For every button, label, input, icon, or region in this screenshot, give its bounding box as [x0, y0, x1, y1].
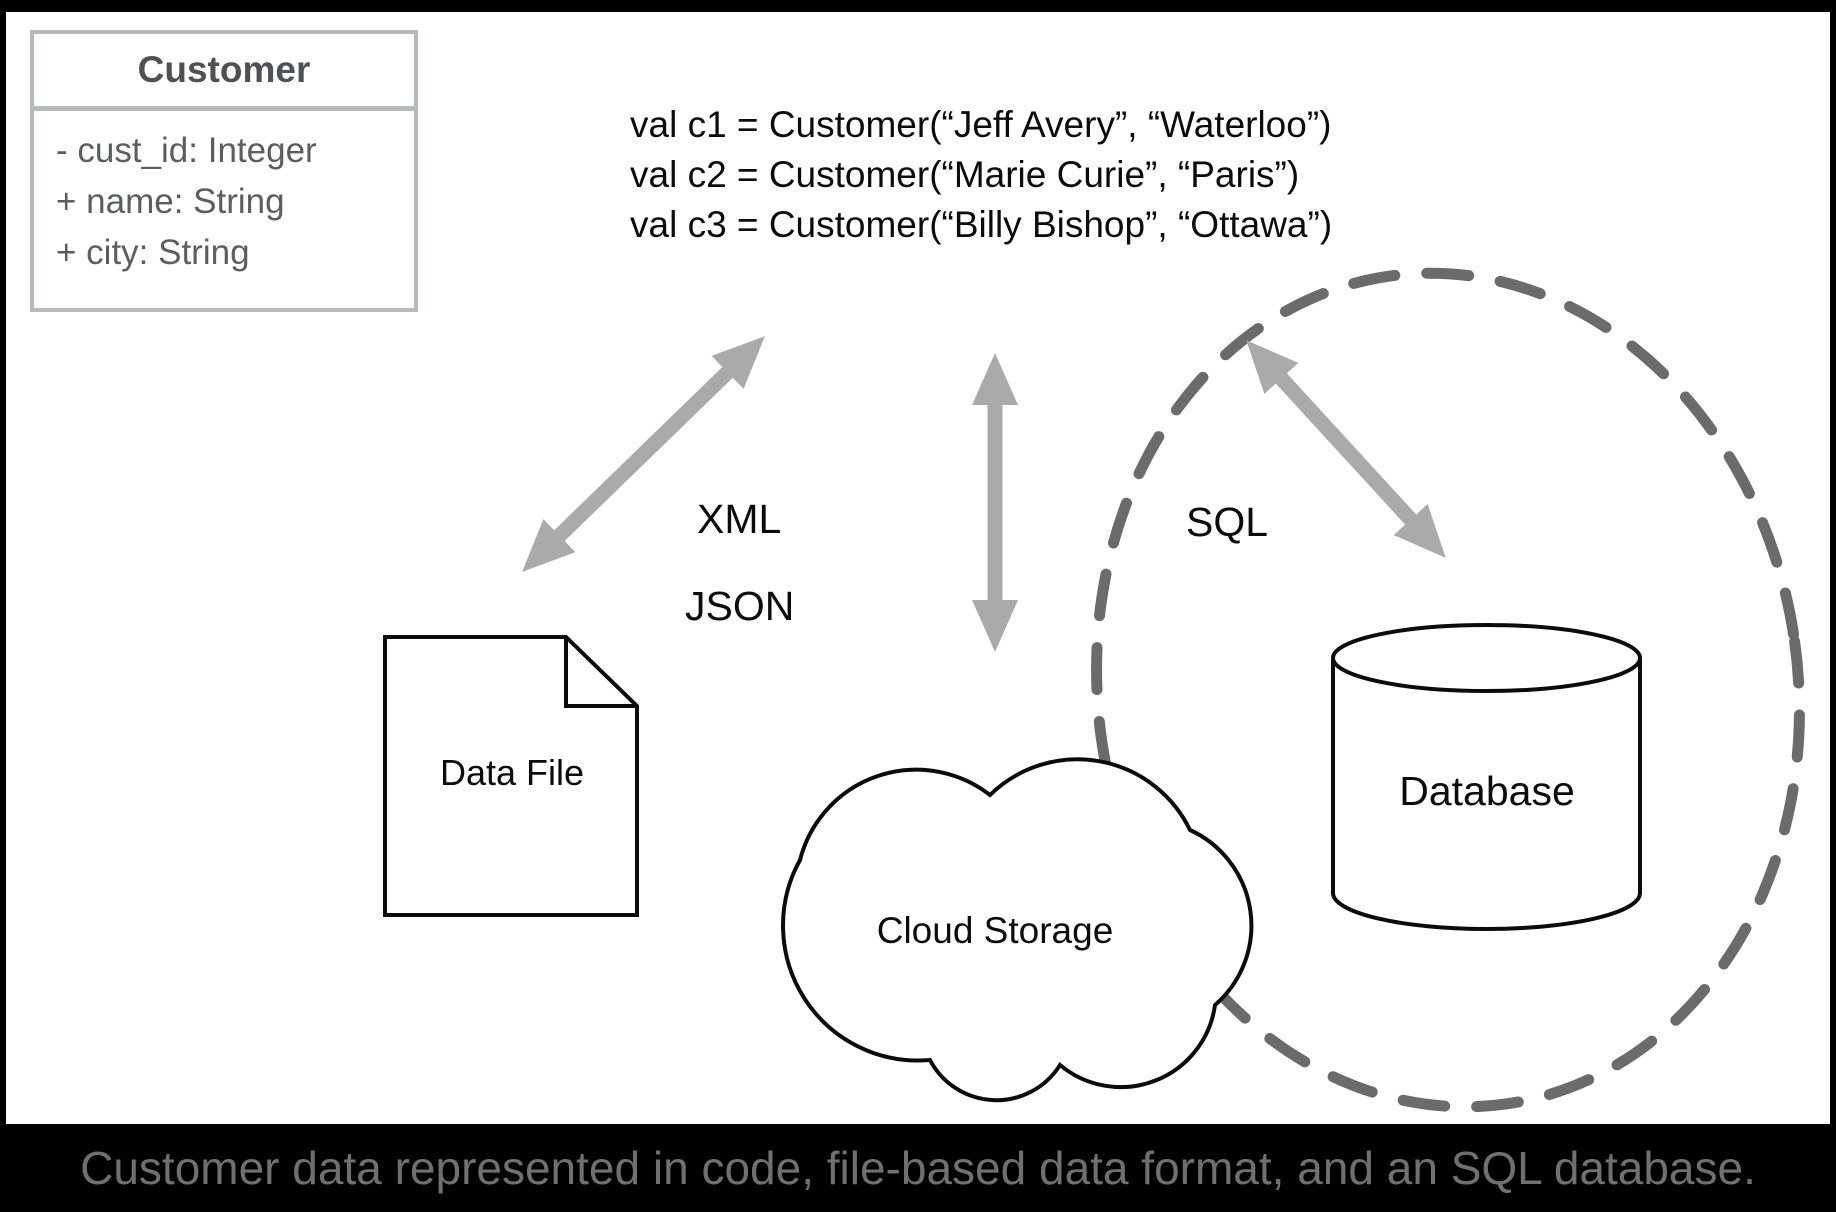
code-line-3: val c3 = Customer(“Billy Bishop”, “Ottaw…	[630, 204, 1333, 245]
code-line-1: val c1 = Customer(“Jeff Avery”, “Waterlo…	[630, 104, 1332, 145]
class-attribute-name: + name: String	[56, 182, 285, 221]
class-attribute-cust-id: - cust_id: Integer	[56, 131, 317, 170]
cloud-icon	[781, 757, 1254, 1103]
label-sql: SQL	[1186, 499, 1269, 545]
arrow-code-datafile	[522, 336, 765, 572]
code-line-2: val c2 = Customer(“Marie Curie”, “Paris”…	[630, 154, 1300, 195]
label-xml: XML	[697, 496, 782, 542]
class-attribute-city: + city: String	[56, 233, 250, 272]
class-attributes: - cust_id: Integer + name: String + city…	[34, 111, 414, 278]
class-title: Customer	[34, 34, 414, 111]
arrow-code-database	[1246, 340, 1446, 558]
code-snippet: val c1 = Customer(“Jeff Avery”, “Waterlo…	[630, 100, 1332, 250]
caption-text: Customer data represented in code, file-…	[80, 1142, 1756, 1194]
cloud-storage-label: Cloud Storage	[876, 910, 1114, 951]
caption-bar: Customer data represented in code, file-…	[0, 1124, 1836, 1212]
data-file-label: Data File	[439, 752, 585, 793]
uml-class-box: Customer - cust_id: Integer + name: Stri…	[30, 30, 418, 312]
database-cylinder-icon	[1331, 623, 1642, 931]
label-json: JSON	[685, 583, 795, 629]
data-file-icon	[383, 635, 639, 917]
database-label: Database	[1399, 768, 1575, 814]
dashed-ellipse	[1091, 267, 1805, 1113]
